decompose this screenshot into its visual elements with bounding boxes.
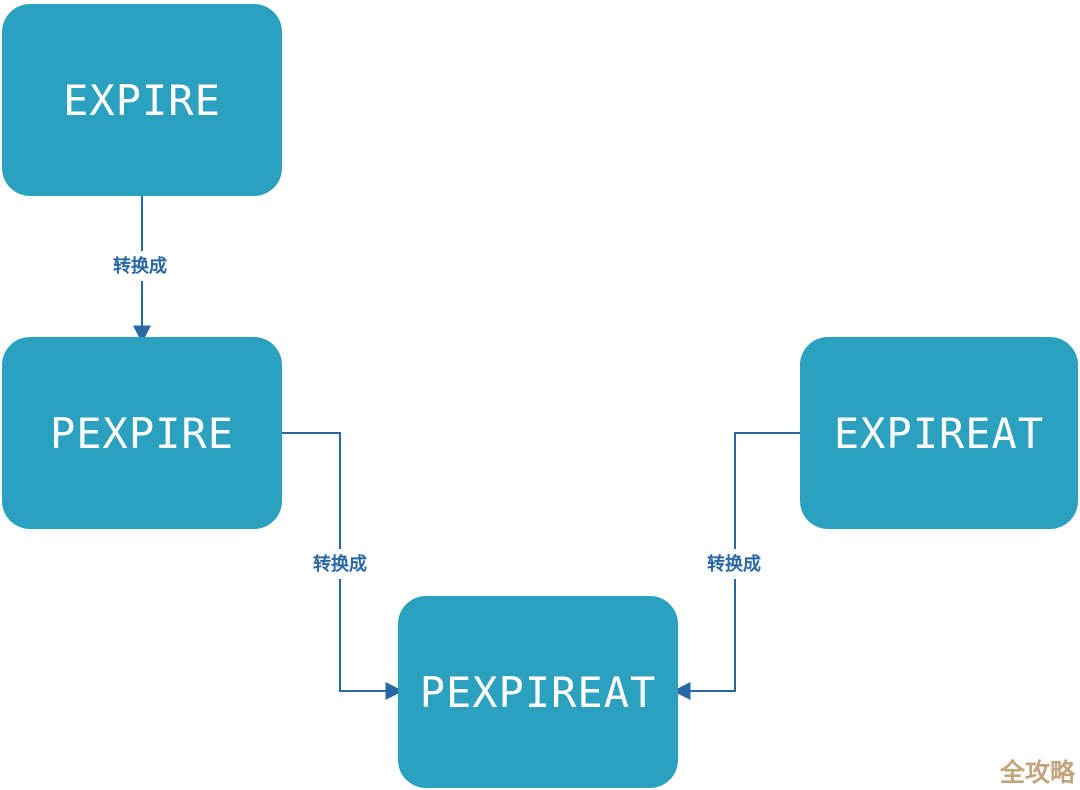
watermark: 全攻略 [999, 759, 1075, 787]
node-expire: EXPIRE [2, 4, 282, 196]
node-expireat: EXPIREAT [800, 337, 1078, 529]
node-pexpire: PEXPIRE [2, 337, 282, 529]
node-expire-label: EXPIRE [63, 75, 221, 125]
edge-label-expireat-to-pexpireat: 转换成 [704, 549, 764, 579]
node-pexpire-label: PEXPIRE [49, 408, 234, 458]
node-pexpireat-label: PEXPIREAT [419, 667, 657, 717]
edge-label-expire-to-pexpire: 转换成 [110, 251, 170, 281]
node-expireat-label: EXPIREAT [833, 408, 1045, 458]
node-pexpireat: PEXPIREAT [398, 596, 678, 788]
edge-label-pexpire-to-pexpireat: 转换成 [310, 549, 370, 579]
